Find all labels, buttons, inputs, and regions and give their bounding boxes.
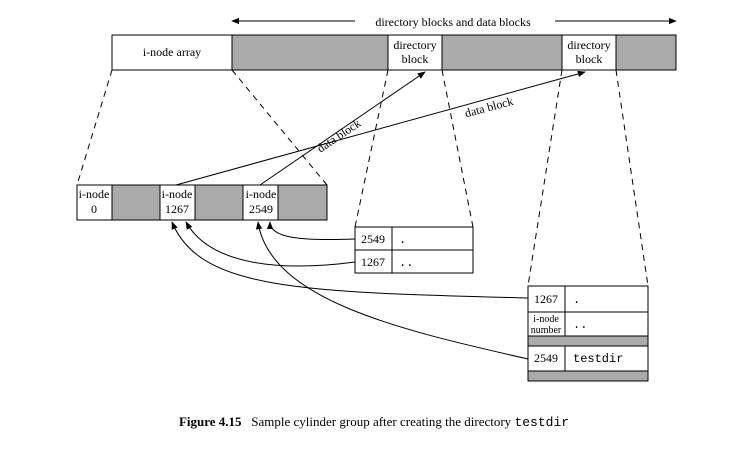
dir-b-row1-inode: 1267 — [534, 292, 558, 306]
figure-caption: Figure 4.15 Sample cylinder group after … — [0, 414, 748, 430]
inode-array-label: i-node array — [143, 45, 201, 59]
figure-number: Figure 4.15 — [178, 414, 242, 429]
dir-a-row1-inode: 2549 — [361, 232, 385, 246]
dir-b-row3-inode: 2549 — [534, 351, 558, 365]
inode-2549-number: 2549 — [249, 202, 273, 216]
dir-b-row3-name: testdir — [573, 352, 623, 366]
caption-code: testdir — [514, 415, 570, 430]
inode-1267-label: i-node — [162, 187, 193, 201]
top-bar — [111, 34, 677, 71]
inode-0-number: 0 — [91, 202, 97, 216]
dir-block-label-2-line2: block — [576, 52, 603, 66]
reference-arrows — [171, 221, 529, 360]
inode-strip — [76, 184, 328, 221]
dir-b-row2-inode-line1: i-node — [533, 314, 559, 325]
inode-1267-number: 1267 — [165, 202, 189, 216]
dir-block-label-2-line1: directory — [567, 38, 610, 52]
dir-block-label-1-line2: block — [402, 52, 429, 66]
dir-b-row2-name: .. — [573, 318, 587, 332]
dir-b-row1-name: . — [573, 293, 580, 307]
dir-a-row1-name: . — [399, 233, 406, 247]
dir-a-row2-name: .. — [399, 256, 413, 270]
directory-block-b — [527, 285, 649, 382]
dir-block-label-1-line1: directory — [393, 38, 436, 52]
inode-2549-label: i-node — [246, 187, 277, 201]
data-block-label-2: data block — [463, 94, 515, 120]
data-block-arrows — [175, 70, 586, 186]
expansion-lines — [76, 69, 649, 287]
dir-a-row2-inode: 1267 — [361, 255, 385, 269]
dir-b-row2-inode-line2: number — [531, 325, 562, 336]
caption-text: Sample cylinder group after creating the… — [251, 414, 512, 429]
directory-block-a — [354, 226, 474, 274]
span-label: directory blocks and data blocks — [375, 15, 531, 29]
inode-0-label: i-node — [79, 187, 110, 201]
